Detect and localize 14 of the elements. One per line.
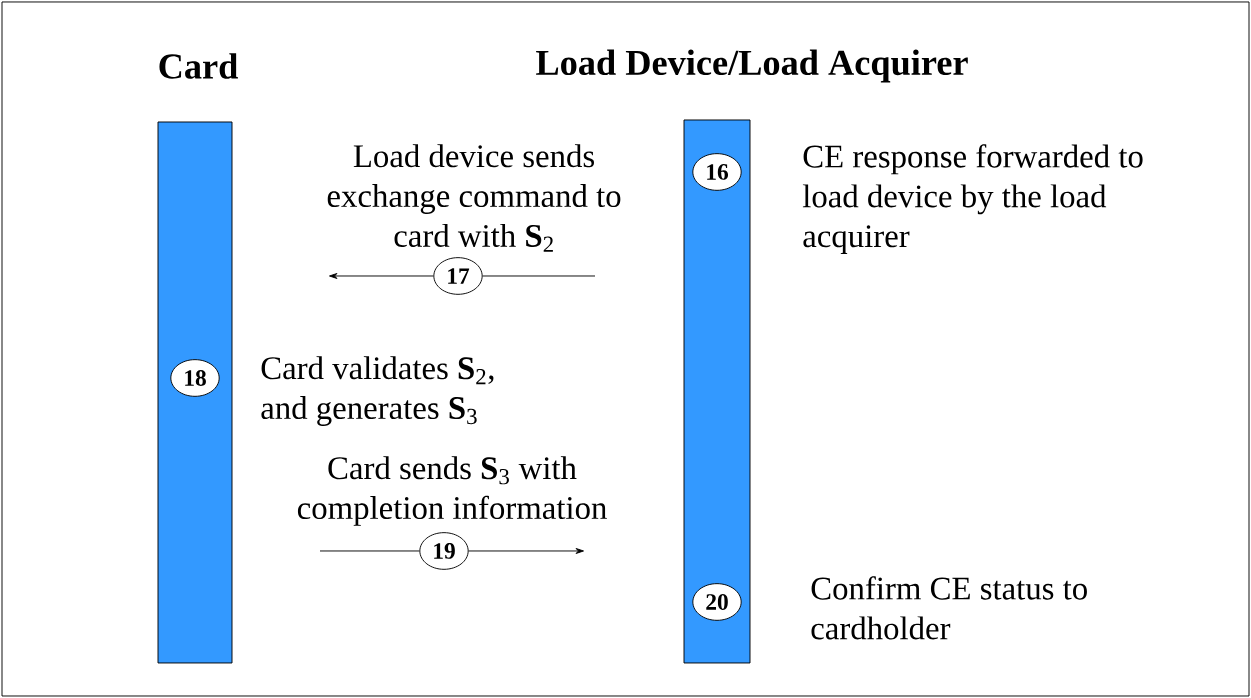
step-number: 19 xyxy=(419,532,469,570)
step-description: Load device sends exchange command to card with S$_{2}$ xyxy=(327,144,621,252)
column-heading: Card xyxy=(159,53,238,79)
step-description: Card validates S$_{2}$, and generates S$_{3}$ xyxy=(261,356,494,426)
arrow xyxy=(468,548,584,554)
step-number: 20 xyxy=(692,583,742,621)
step-description: Card sends S$_{3}$ with completion information xyxy=(297,456,607,526)
step-number: 18 xyxy=(170,359,220,397)
step-description: CE response forwarded to load device by the load acquirer xyxy=(802,144,1143,254)
step-description: Confirm CE status to cardholder xyxy=(811,576,1087,640)
step-number: 17 xyxy=(433,257,483,295)
step-number: 16 xyxy=(692,153,742,191)
column-heading: Load Device/Load Acquirer xyxy=(536,49,968,83)
arrow xyxy=(329,273,434,279)
